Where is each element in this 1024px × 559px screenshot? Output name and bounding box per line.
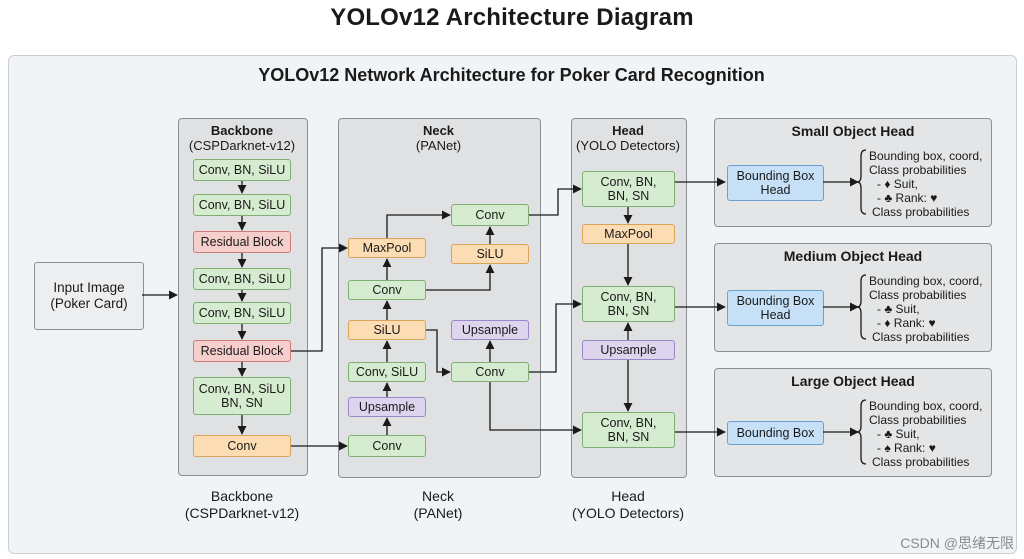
large-output-line-1: Bounding box, coord,: [869, 399, 983, 413]
neck-upsample-right: Upsample: [451, 320, 529, 340]
head-title-text: Head: [612, 123, 644, 138]
backbone-conv-1: Conv, BN, SiLU: [193, 159, 291, 181]
neck-title-text: Neck: [422, 123, 455, 138]
head-detector-2-l1: Conv, BN,: [600, 290, 657, 304]
medium-bbox-head-l1: Bounding Box: [736, 294, 815, 308]
medium-output-line-3: - ♣ Suit,: [877, 302, 920, 316]
large-output-line-3: - ♣ Suit,: [877, 427, 920, 441]
arrow-convright-det2: [529, 299, 582, 373]
large-output-line-5: Class probabilities: [872, 455, 970, 469]
neck-upsample-left: Upsample: [348, 397, 426, 417]
head-detector-3: Conv, BN, BN, SN: [582, 412, 675, 448]
head-detector-1: Conv, BN, BN, SN: [582, 171, 675, 207]
backbone-title: Backbone (CSPDarknet-v12): [178, 123, 306, 153]
backbone-title-text: Backbone: [210, 123, 274, 138]
neck-conv-bottom: Conv: [348, 435, 426, 457]
small-output-line-2: Class probabilities: [869, 163, 967, 177]
arrow-convmid-silutop: [426, 264, 495, 291]
medium-bbox-head: Bounding Box Head: [727, 290, 824, 326]
small-output-line-4: - ♣ Rank: ♥: [877, 191, 938, 205]
backbone-residual-2: Residual Block: [193, 340, 291, 362]
medium-bbox-head-l2: Head: [760, 308, 791, 322]
large-output-line-2: Class probabilities: [869, 413, 967, 427]
diagram-subtitle: YOLOv12 Network Architecture for Poker C…: [258, 65, 765, 85]
bottom-label-neck: Neck (PANet): [378, 488, 498, 522]
bottom-label-head: Head (YOLO Detectors): [558, 488, 698, 522]
small-bbox-head: Bounding Box Head: [727, 165, 824, 201]
medium-output-line-4: - ♦ Rank: ♥: [877, 316, 936, 330]
medium-object-head-panel: Medium Object Head Bounding Box Head Bou…: [714, 243, 992, 352]
neck-conv-mid: Conv: [348, 280, 426, 300]
arrow-residual-to-maxpool: [291, 243, 348, 352]
backbone-conv-bn-sn-l1: Conv, BN, SiLU: [198, 382, 286, 396]
bottom-label-neck-l2: (PANet): [413, 505, 463, 521]
medium-output-line-1: Bounding box, coord,: [869, 274, 983, 288]
neck-maxpool: MaxPool: [348, 238, 426, 258]
large-object-head-title: Large Object Head: [791, 373, 915, 389]
large-output-line-4: - ♠ Rank: ♥: [877, 441, 936, 455]
small-object-head-panel: Small Object Head Bounding Box Head Boun…: [714, 118, 992, 227]
backbone-conv-3: Conv, BN, SiLU: [193, 268, 291, 290]
input-label-line2: (Poker Card): [50, 296, 128, 311]
small-bbox-head-l2: Head: [760, 183, 791, 197]
head-detector-3-l2: BN, SN: [607, 430, 650, 444]
bottom-label-backbone: Backbone (CSPDarknet-v12): [172, 488, 312, 522]
arrow-convtop-det1: [529, 184, 582, 216]
neck-subtitle: (PANet): [415, 138, 462, 153]
backbone-conv-out: Conv: [193, 435, 291, 457]
page-title: YOLOv12 Architecture Diagram: [330, 4, 694, 31]
head-detector-1-l2: BN, SN: [607, 189, 650, 203]
head-detector-2: Conv, BN, BN, SN: [582, 286, 675, 322]
head-detector-1-l1: Conv, BN,: [600, 175, 657, 189]
small-output-line-3: - ♦ Suit,: [877, 177, 918, 191]
neck-conv-top: Conv: [451, 204, 529, 226]
neck-conv-silu: Conv, SiLU: [348, 362, 426, 382]
head-title: Head (YOLO Detectors): [571, 123, 685, 153]
small-bbox-head-l1: Bounding Box: [736, 169, 815, 183]
head-maxpool: MaxPool: [582, 224, 675, 244]
bottom-label-head-l1: Head: [611, 488, 645, 504]
arrow-silumid-convright: [426, 329, 451, 377]
large-bbox: Bounding Box: [727, 421, 824, 445]
bottom-label-neck-l1: Neck: [422, 488, 454, 504]
medium-output-line-5: Class probabilities: [872, 330, 970, 344]
backbone-conv-bn-sn: Conv, BN, SiLU BN, SN: [193, 377, 291, 415]
small-output-line-1: Bounding box, coord,: [869, 149, 983, 163]
neck-silu-top: SiLU: [451, 244, 529, 264]
neck-title: Neck (PANet): [338, 123, 539, 153]
backbone-residual-1: Residual Block: [193, 231, 291, 253]
input-image-box: Input Image (Poker Card): [34, 262, 144, 330]
brace-small: [856, 149, 867, 215]
arrow-convright-det3: [489, 382, 582, 435]
brace-large: [856, 399, 867, 465]
brace-medium: [856, 274, 867, 340]
medium-output-line-2: Class probabilities: [869, 288, 967, 302]
bottom-label-head-l2: (YOLO Detectors): [571, 505, 685, 521]
backbone-subtitle: (CSPDarknet-v12): [188, 138, 296, 153]
head-detector-2-l2: BN, SN: [607, 304, 650, 318]
backbone-conv-4: Conv, BN, SiLU: [193, 302, 291, 324]
small-output-line-5: Class probabilities: [872, 205, 970, 219]
bottom-label-backbone-l2: (CSPDarknet-v12): [184, 505, 300, 521]
head-subtitle: (YOLO Detectors): [575, 138, 681, 153]
large-bbox-l1: Bounding Box: [736, 426, 815, 440]
backbone-conv-2: Conv, BN, SiLU: [193, 194, 291, 216]
arrow-maxpool-to-convtop: [386, 210, 451, 238]
input-label-line1: Input Image: [53, 280, 125, 295]
watermark: CSDN @思绪无限: [900, 535, 1014, 551]
neck-conv-right: Conv: [451, 362, 529, 382]
bottom-label-backbone-l1: Backbone: [210, 488, 274, 504]
head-detector-3-l1: Conv, BN,: [600, 416, 657, 430]
head-upsample: Upsample: [582, 340, 675, 360]
small-object-head-title: Small Object Head: [791, 123, 915, 139]
large-object-head-panel: Large Object Head Bounding Box Bounding …: [714, 368, 992, 477]
neck-silu-mid: SiLU: [348, 320, 426, 340]
medium-object-head-title: Medium Object Head: [783, 248, 923, 264]
backbone-conv-bn-sn-l2: BN, SN: [221, 396, 263, 410]
